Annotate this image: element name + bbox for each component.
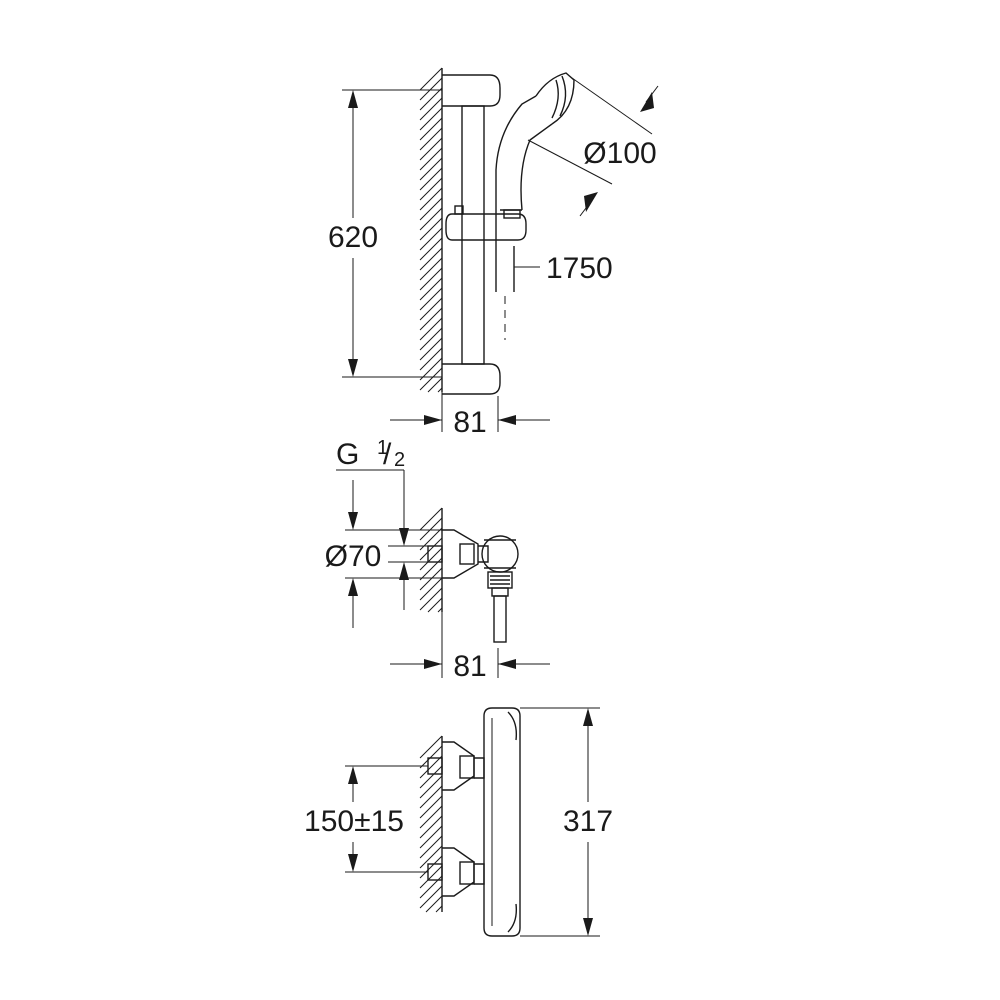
dim-hose-length: 1750 [514,252,613,285]
hatch-line [419,875,443,899]
hatch-line [419,745,443,769]
hatch-line [419,117,443,141]
hatch-line [419,237,443,261]
label-thread-main: G [336,438,359,471]
hatch-line [419,217,443,241]
hatch-line [419,855,443,879]
wall-hatch-middle [419,507,443,613]
hatch-line [419,537,443,561]
hatch-line [437,387,443,393]
label-hose-length: 1750 [546,252,613,285]
hatch-line [419,187,443,211]
wall-hatch-bottom [419,735,443,913]
hatch-line [419,337,443,361]
hatch-line [419,735,443,759]
rail-lower-bracket [442,363,501,395]
label-rail-projection: 81 [453,406,486,439]
hatch-line [419,247,443,271]
hatch-line [419,177,443,201]
hatch-line [419,557,443,581]
label-thread-num: 1 [377,437,388,459]
hatch-line [419,277,443,301]
thermostat-body [483,707,521,937]
hatch-line [419,137,443,161]
hatch-line [419,845,443,869]
hatch-line [419,775,443,799]
hatch-line [419,835,443,859]
hatch-line [419,547,443,571]
hatch-line [419,327,443,351]
hatch-line [419,227,443,251]
hatch-line [419,167,443,191]
hatch-line [419,825,443,849]
hatch-line [435,905,443,913]
hatch-line [419,67,443,91]
hatch-line [419,87,443,111]
dim-flange-diameter: Ø70 [325,480,442,628]
hatch-line [419,157,443,181]
hatch-line [419,795,443,819]
hatch-line [419,885,443,909]
label-thread-slash: / [383,438,392,471]
label-inlet-spacing: 150±15 [304,805,404,838]
wall-connector [427,529,519,643]
handshower [495,72,575,292]
hatch-line [419,765,443,789]
label-thread-den: 2 [394,449,405,471]
hatch-line [419,865,443,889]
hatch-line [419,287,443,311]
hatch-line [419,815,443,839]
hatch-line [419,297,443,321]
hatch-line [419,755,443,779]
rail-bar [461,105,485,365]
hatch-line [419,267,443,291]
dim-rail-height: 620 [318,89,442,378]
hatch-line [419,77,443,101]
hatch-line [419,367,443,391]
hatch-line [419,147,443,171]
rail-slider [445,213,527,241]
hatch-line [419,785,443,809]
dim-thread: G 1 / 2 [336,437,409,546]
hatch-line [427,377,443,393]
dim-connector-projection: 81 [390,612,550,683]
hatch-line [419,317,443,341]
thermostat-view: 150±15 317 [294,707,626,937]
wall-hatch-top [419,67,443,393]
hatch-line [419,207,443,231]
hatch-line [419,257,443,281]
dim-inlet-spacing: 150±15 [294,765,428,873]
hatch-line [419,107,443,131]
hatch-line [419,197,443,221]
dim-thermostat-length: 317 [520,707,626,937]
hatch-line [427,597,443,613]
dim-handshower-diameter: Ø100 [527,77,659,217]
hatch-line [419,527,443,551]
slider-knob [454,205,464,215]
hatch-line [419,587,443,611]
hatch-line [419,805,443,829]
label-handshower-diameter: Ø100 [583,137,656,170]
hatch-line [419,347,443,371]
label-flange-diameter: Ø70 [325,540,382,573]
dim-rail-projection: 81 [390,392,550,439]
shower-rail-view: 620 Ø100 1750 81 [318,67,659,439]
hatch-line [419,307,443,331]
hatch-line [419,507,443,531]
hatch-line [419,357,443,381]
upper-inlet [427,741,485,791]
hatch-line [419,97,443,121]
connector-view: G 1 / 2 [325,437,550,683]
rail-upper-bracket [442,74,501,107]
hatch-line [425,895,443,913]
hatch-line [437,607,443,613]
hatch-line [419,127,443,151]
label-rail-height: 620 [328,221,378,254]
hatch-line [419,577,443,601]
label-connector-projection: 81 [453,650,486,683]
hatch-line [419,517,443,541]
hatch-line [419,567,443,591]
label-thermostat-length: 317 [563,805,613,838]
